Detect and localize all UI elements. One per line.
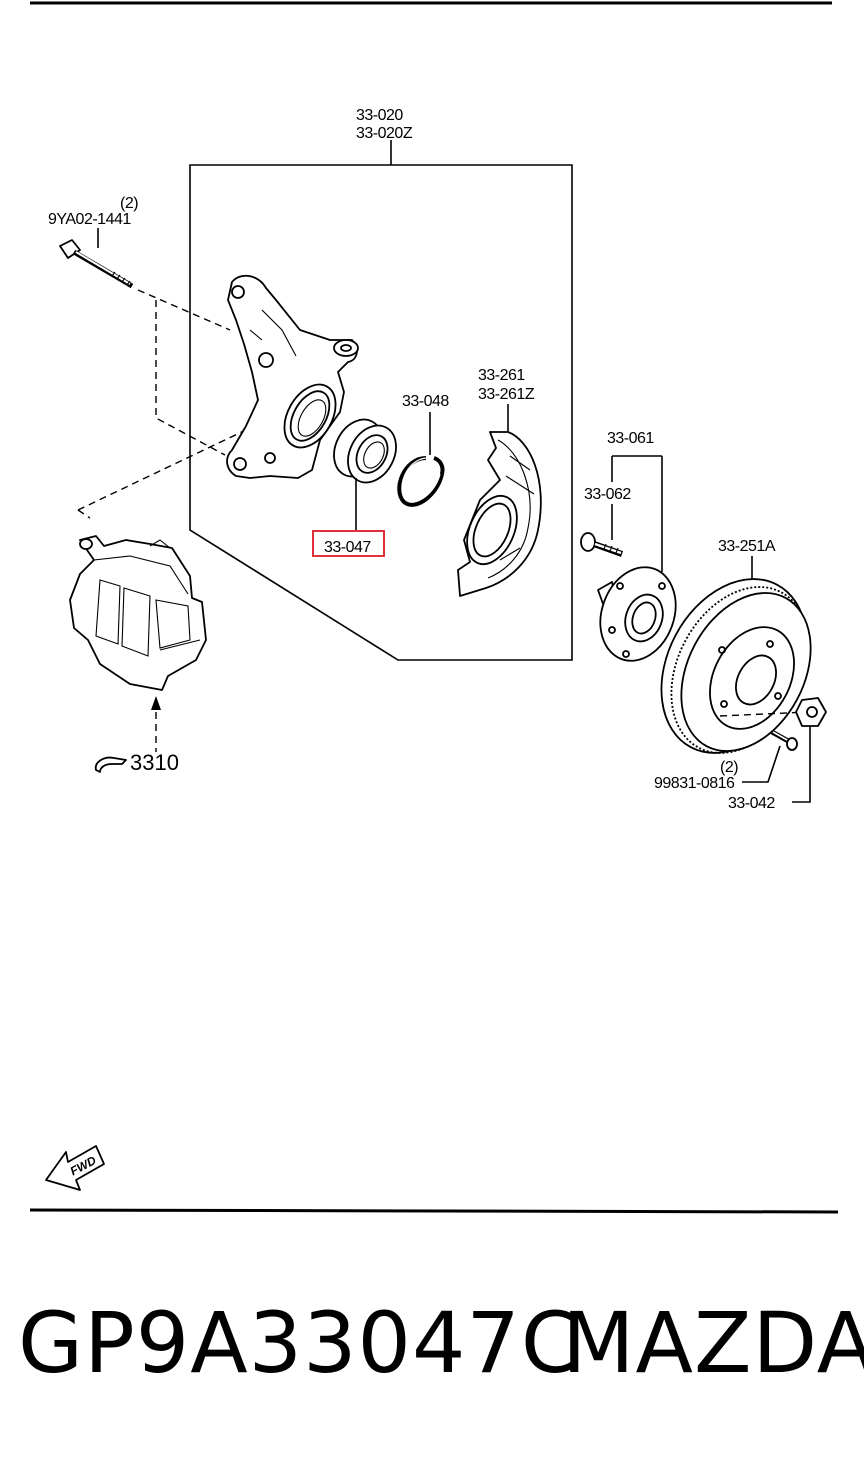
forward-arrow-icon bbox=[45, 1145, 105, 1191]
label-hub: 33-061 bbox=[607, 430, 654, 447]
disc-screw bbox=[770, 729, 798, 751]
label-bolt: 9YA02-1441 bbox=[48, 211, 131, 228]
lug-nut bbox=[795, 697, 827, 727]
caliper-ref-arrow bbox=[151, 696, 161, 710]
guide-caliper bbox=[77, 427, 251, 511]
label-bolt-qty: (2) bbox=[120, 195, 138, 212]
wheel-hub bbox=[597, 566, 677, 662]
label-snap-ring: 33-048 bbox=[402, 393, 449, 410]
assembly-boundary bbox=[189, 164, 573, 661]
label-knuckle-a: 33-020 bbox=[356, 107, 403, 124]
part-number: GP9A33047C bbox=[18, 1294, 581, 1392]
bottom-rule bbox=[29, 1208, 839, 1214]
label-screw-qty: (2) bbox=[720, 759, 738, 776]
label-hub-bolt: 33-062 bbox=[584, 486, 631, 503]
label-knuckle-b: 33-020Z bbox=[356, 125, 413, 142]
brake-caliper bbox=[69, 535, 207, 691]
guide-bolt-lower bbox=[155, 300, 226, 456]
guide-caliper-end bbox=[77, 509, 91, 519]
snap-ring bbox=[397, 456, 445, 507]
guide-disc-nut bbox=[719, 711, 809, 717]
label-screw: 99831-0816 bbox=[654, 775, 735, 792]
label-disc: 33-251A bbox=[718, 538, 776, 555]
brake-disc bbox=[660, 578, 812, 754]
label-caliper-ref: 3310 bbox=[130, 750, 179, 775]
steering-knuckle bbox=[226, 274, 359, 479]
brand-name: MAZDA bbox=[562, 1294, 864, 1392]
label-bearing: 33-047 bbox=[324, 539, 371, 556]
dust-cover bbox=[457, 431, 542, 597]
guide-bolt-upper bbox=[137, 289, 231, 331]
label-dust-cover-b: 33-261Z bbox=[478, 386, 535, 403]
screw-leader bbox=[742, 745, 781, 783]
pointing-hand-icon bbox=[94, 756, 127, 773]
hub-bolt bbox=[580, 532, 624, 557]
knuckle-bolt bbox=[59, 239, 134, 289]
nut-leader bbox=[792, 726, 811, 803]
bearing-highlight-box bbox=[312, 530, 385, 557]
label-dust-cover-a: 33-261 bbox=[478, 367, 525, 384]
wheel-bearing bbox=[333, 418, 397, 484]
label-nut: 33-042 bbox=[728, 795, 775, 812]
